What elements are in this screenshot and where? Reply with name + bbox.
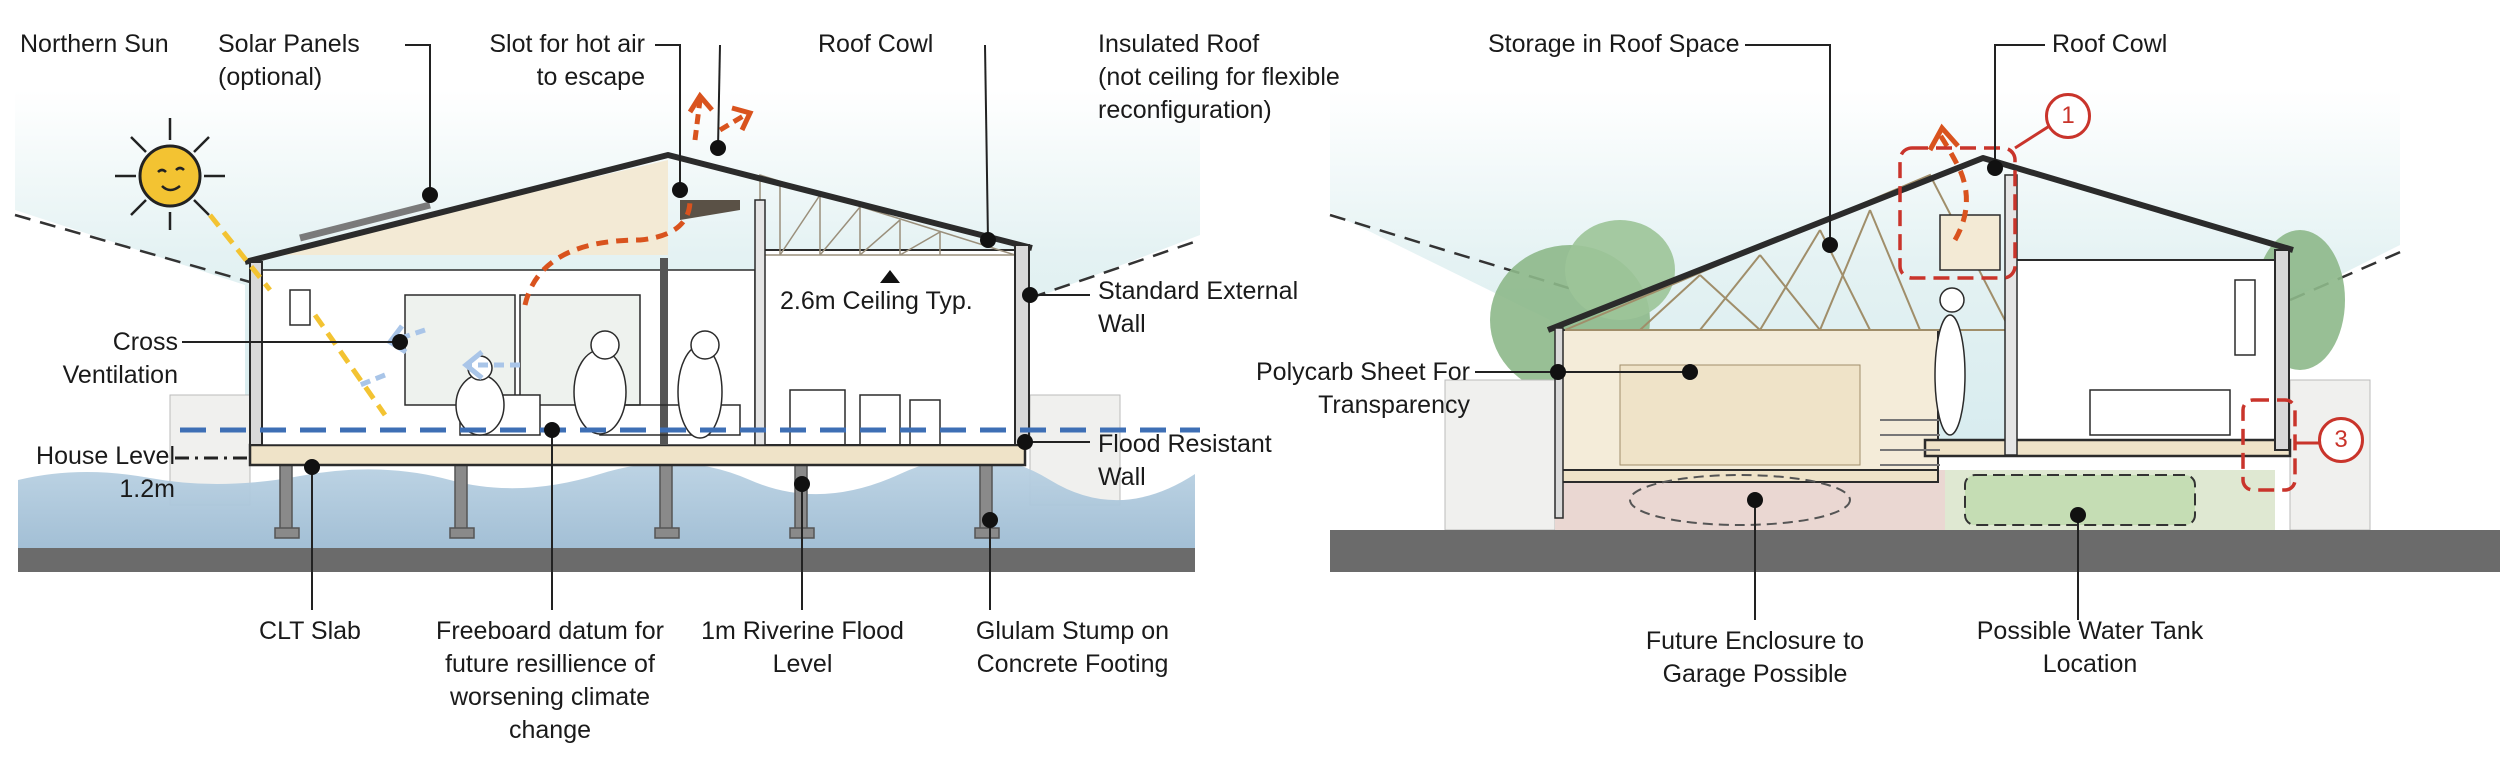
label-northern-sun: Northern Sun [20,30,169,58]
sun-icon [115,118,225,230]
annotation-box-3 [2241,398,2297,492]
label-right-roof-cowl: Roof Cowl [2052,30,2168,58]
right-section [1329,44,2500,620]
left-roof-trusses [759,173,1016,256]
left-external-wall-left [249,261,263,446]
right-hot-air-arrow-icon [1927,123,1969,242]
sun-ray-1 [208,213,272,292]
right-garage-fit-out [1619,364,1861,466]
annotation-badge-1: 1 [2045,93,2091,139]
label-roof-cowl: Roof Cowl [818,30,934,58]
left-clt-slab [248,443,1027,467]
label-ceiling-height: 2.6m Ceiling Typ. [780,287,973,315]
label-insulated-roof: Insulated Roof (not ceiling for flexible… [1098,30,1340,124]
label-standard-external-wall: Standard External Wall [1098,277,1299,338]
ceiling-marker-icon [880,270,900,283]
right-ground [1330,530,2500,572]
left-partition-wall [754,199,766,446]
left-roof [244,152,1033,265]
annotation-badge-3: 3 [2318,417,2364,463]
right-roof [1546,155,2294,333]
right-external-wall-left [1554,327,1564,519]
label-glulam-stump: Glulam Stump on Concrete Footing [975,617,1170,678]
label-riverine-flood: 1m Riverine Flood Level [701,617,904,678]
label-water-tank: Possible Water Tank Location [1976,617,2204,678]
right-roof-storage-box [1939,214,2001,271]
left-sun-line [14,213,251,284]
label-freeboard-datum: Freeboard datum for future resillience o… [436,617,664,744]
right-raised-floor [1923,438,2292,458]
left-furniture [289,289,941,446]
right-water-tank-location [1964,474,2196,526]
annotation-box-1 [1898,146,2017,280]
left-section [14,44,1201,610]
label-polycarb-sheet: Polycarb Sheet For Transparency [1256,358,1470,419]
right-stair [1880,419,1940,466]
right-partition-wall [2004,174,2018,456]
right-horizon-right [2289,248,2406,302]
right-leader-lines [1475,44,2079,620]
label-storage-roof-space: Storage in Roof Space [1488,30,1740,58]
label-future-enclosure: Future Enclosure to Garage Possible [1645,627,1865,688]
left-solar-panel [299,201,431,242]
label-solar-panels: Solar Panels (optional) [218,30,360,91]
left-vent-flue [660,258,668,445]
label-cross-ventilation: Cross Ventilation [62,328,178,389]
label-clt-slab: CLT Slab [259,617,361,645]
left-leader-lines [182,44,1090,610]
left-external-wall-right [1014,244,1030,446]
label-house-level: House Level 1.2m [36,442,175,503]
label-flood-resistant-wall: Flood Resistant Wall [1098,430,1272,491]
right-furniture [1934,279,2256,436]
label-slot-hot-air: Slot for hot air to escape [489,30,645,91]
right-leader-dots [1550,160,2086,523]
sun-ray-2 [312,313,388,417]
left-horizon-line-right [1029,238,1201,300]
left-hot-air-slot [680,200,740,220]
left-leader-dots [304,140,1038,528]
right-external-wall-right [2274,249,2290,451]
right-garage-enclosure-zone [1629,474,1851,526]
hot-air-arrow-icon [522,91,754,306]
left-ground [18,548,1195,572]
right-tree-left-2 [1565,220,1675,320]
